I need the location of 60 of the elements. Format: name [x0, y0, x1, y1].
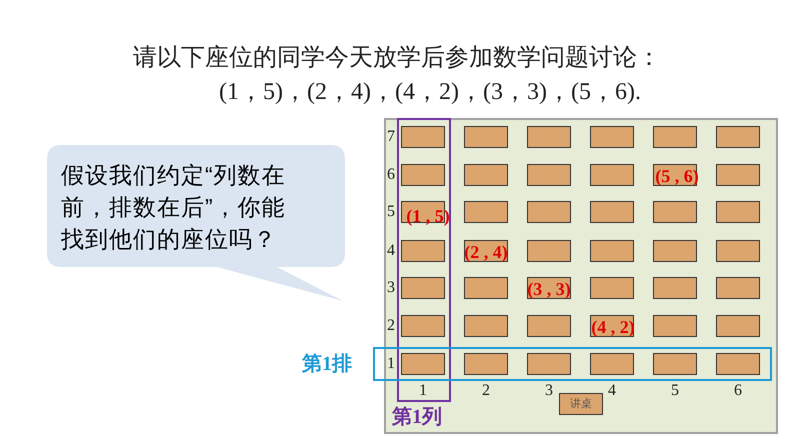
- axis-number: 1: [419, 383, 427, 399]
- axis-number: 7: [387, 129, 395, 145]
- axis-number: 1: [387, 356, 395, 372]
- podium: 讲桌: [559, 393, 603, 415]
- desk: [464, 164, 508, 186]
- desk: [527, 164, 571, 186]
- axis-number: 3: [545, 383, 553, 399]
- desk: [716, 277, 760, 299]
- axis-number: 5: [671, 383, 679, 399]
- axis-number: 3: [387, 280, 395, 296]
- desk: [653, 240, 697, 262]
- desk: [401, 126, 445, 148]
- desk: [401, 315, 445, 337]
- desk: [464, 201, 508, 223]
- desk: [527, 353, 571, 375]
- desk: [464, 277, 508, 299]
- desk: [590, 240, 634, 262]
- desk: [464, 126, 508, 148]
- desk: [653, 201, 697, 223]
- seat-list: (1，5)，(2，4)，(4，2)，(3，3)，(5，6).: [219, 78, 641, 106]
- desk: [590, 277, 634, 299]
- desk: [401, 240, 445, 262]
- desk: [716, 126, 760, 148]
- desk: [653, 126, 697, 148]
- speech-bubble: [47, 145, 345, 301]
- column-label: 第1列: [392, 405, 442, 429]
- desk: [527, 240, 571, 262]
- desk: [401, 277, 445, 299]
- desk: [590, 201, 634, 223]
- desk: [401, 353, 445, 375]
- axis-number: 5: [387, 204, 395, 220]
- desk: [653, 315, 697, 337]
- axis-number: 4: [387, 243, 395, 259]
- desk: [590, 164, 634, 186]
- axis-number: 6: [387, 167, 395, 183]
- desk: [653, 277, 697, 299]
- row-label: 第1排: [302, 352, 352, 376]
- desk: [716, 315, 760, 337]
- desk: [653, 353, 697, 375]
- desk: [527, 201, 571, 223]
- speech-text: 假设我们约定“列数在前，排数在后”，你能找到他们的座位吗？: [61, 161, 287, 254]
- desk: [716, 164, 760, 186]
- desk: [590, 353, 634, 375]
- axis-number: 6: [734, 383, 742, 399]
- axis-number: 4: [608, 383, 616, 399]
- desk: [401, 164, 445, 186]
- desk: [716, 201, 760, 223]
- desk: [464, 353, 508, 375]
- axis-number: 2: [482, 383, 490, 399]
- desk: [590, 126, 634, 148]
- desk: [527, 126, 571, 148]
- title: 请以下座位的同学今天放学后参加数学问题讨论：: [132, 42, 662, 72]
- seat-coordinate: (3 , 3): [527, 279, 571, 299]
- desk: [527, 315, 571, 337]
- axis-number: 2: [387, 318, 395, 334]
- seat-coordinate: (2 , 4): [464, 242, 508, 262]
- desk: [464, 315, 508, 337]
- desk: [716, 240, 760, 262]
- classroom-floor: [384, 118, 778, 434]
- desk: [716, 353, 760, 375]
